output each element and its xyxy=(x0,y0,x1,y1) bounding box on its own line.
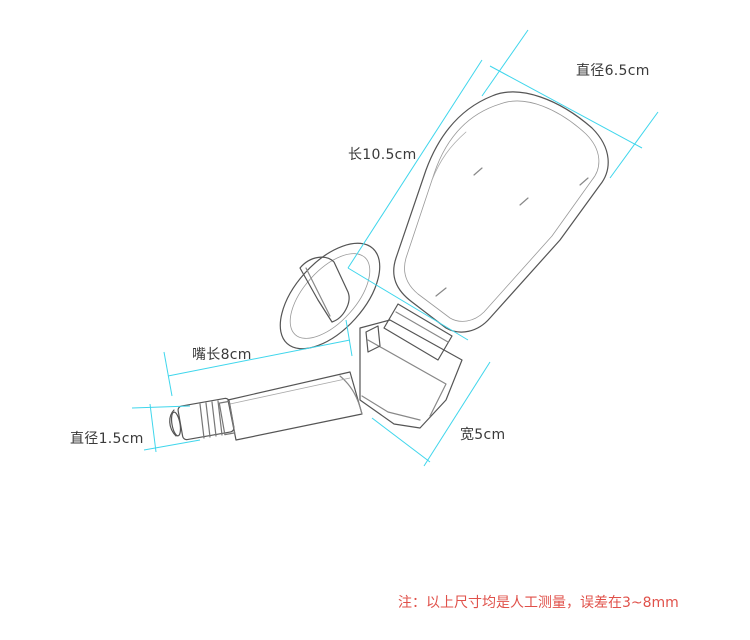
valve-housing xyxy=(359,319,463,429)
label-spout-length: 嘴长8cm xyxy=(192,347,252,363)
dimension-lines xyxy=(131,29,659,467)
bottle-body xyxy=(393,91,609,333)
dimension-bottle-length xyxy=(347,59,483,341)
metal-tip xyxy=(169,397,236,441)
bottle-neck xyxy=(383,303,453,361)
label-tip-diameter: 直径1.5cm xyxy=(70,431,144,447)
dimension-spout-length xyxy=(163,319,353,397)
label-bottle-length: 长10.5cm xyxy=(348,147,417,163)
label-bottle-diameter: 直径6.5cm xyxy=(576,63,650,79)
dimension-width xyxy=(371,361,491,467)
water-bottle-sketch xyxy=(169,91,609,441)
dimension-tip-diameter xyxy=(131,403,201,453)
mounting-disc xyxy=(279,242,381,350)
label-width: 宽5cm xyxy=(460,427,506,443)
measurement-note: 注：以上尺寸均是人工测量，误差在3~8mm xyxy=(398,595,679,611)
dimension-bottle-diameter xyxy=(481,29,659,179)
drinking-spout xyxy=(227,371,363,441)
